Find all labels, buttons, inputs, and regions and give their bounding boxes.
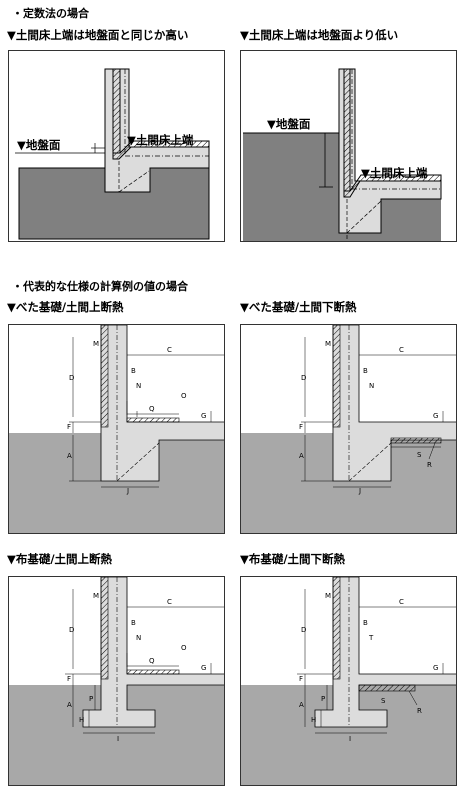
wall-insulation xyxy=(112,68,121,154)
diagram-p4: M C D B N G F A S R J xyxy=(241,325,456,533)
foundation-section xyxy=(100,325,224,482)
diagram-p6: M C D B T G F P A H S R I xyxy=(241,577,456,785)
section-title-fixed-rate: ・定数法の場合 xyxy=(12,7,89,20)
ground-mass xyxy=(241,433,456,533)
label-M: M xyxy=(93,592,99,600)
label-F: F xyxy=(67,675,71,683)
floor-insulation xyxy=(126,417,180,423)
label-T: T xyxy=(368,634,374,642)
diagram-panel-floor-above-ground: ▼地盤面 ▼土間床上端 xyxy=(8,50,225,242)
diagram-p3: M C D B N O Q G F A J xyxy=(9,325,224,533)
label-G: G xyxy=(201,664,206,672)
diagram-panel-floor-below-ground: ▼地盤面 ▼土間床上端 xyxy=(240,50,457,242)
label-B: B xyxy=(131,619,136,627)
label-C: C xyxy=(399,346,404,354)
panel-title-p2: ▼土間床上端は地盤面より低い xyxy=(240,28,399,42)
wall-insulation xyxy=(332,325,341,428)
label-F: F xyxy=(299,675,303,683)
floor-insulation xyxy=(112,140,210,160)
label-P: P xyxy=(321,695,325,703)
label-P: P xyxy=(89,695,93,703)
label-R: R xyxy=(427,461,432,469)
panel-title-p4: ▼べた基礎/土間下断熱 xyxy=(240,300,357,314)
panel-title-p6: ▼布基礎/土間下断熱 xyxy=(240,552,346,566)
label-H: H xyxy=(311,716,316,724)
wall-insulation xyxy=(332,577,341,680)
label-H: H xyxy=(79,716,84,724)
label-D: D xyxy=(69,626,74,634)
label-R: R xyxy=(417,707,422,715)
floor-level-label: ▼土間床上端 xyxy=(361,166,428,180)
label-N: N xyxy=(369,382,374,390)
foundation-section xyxy=(332,325,456,482)
label-A: A xyxy=(67,701,72,709)
floor-level-label: ▼土間床上端 xyxy=(127,133,194,147)
diagram-p5: M C D B N O Q G F P A H I xyxy=(9,577,224,785)
wall-insulation xyxy=(100,577,109,680)
floor-insulation xyxy=(343,174,442,198)
diagram-p1: ▼地盤面 ▼土間床上端 xyxy=(15,68,210,240)
label-J: J xyxy=(358,487,361,495)
label-C: C xyxy=(167,598,172,606)
label-O: O xyxy=(181,392,187,400)
ground-mass xyxy=(9,433,224,533)
label-G: G xyxy=(201,412,206,420)
label-F: F xyxy=(299,423,303,431)
floor-insulation xyxy=(126,669,180,675)
label-M: M xyxy=(93,340,99,348)
label-S: S xyxy=(381,697,386,705)
ground-level-label: ▼地盤面 xyxy=(17,138,61,152)
section-title-typical-spec: ・代表的な仕様の計算例の値の場合 xyxy=(12,280,188,293)
foundation-section xyxy=(338,68,442,234)
diagram-panel-strip-top-insulation: M C D B N O Q G F P A H I xyxy=(8,576,225,786)
label-I: I xyxy=(349,735,351,743)
label-A: A xyxy=(299,452,304,460)
diagram-panel-mat-bottom-insulation: M C D B N G F A S R J xyxy=(240,324,457,534)
label-A: A xyxy=(299,701,304,709)
strip-footing-section xyxy=(314,577,456,728)
label-Q: Q xyxy=(149,405,155,413)
ground-right xyxy=(339,199,441,241)
under-slab-insulation xyxy=(390,437,442,444)
label-A: A xyxy=(67,452,72,460)
label-N: N xyxy=(136,634,141,642)
label-D: D xyxy=(69,374,74,382)
label-C: C xyxy=(167,346,172,354)
label-F: F xyxy=(67,423,71,431)
under-slab-insulation xyxy=(358,684,416,692)
label-B: B xyxy=(363,619,368,627)
label-J: J xyxy=(126,487,129,495)
label-Q: Q xyxy=(149,657,155,665)
label-D: D xyxy=(301,374,306,382)
label-B: B xyxy=(363,367,368,375)
diagram-p2: ▼地盤面 ▼土間床上端 xyxy=(243,68,442,241)
wall-insulation xyxy=(343,68,351,192)
panel-title-p1: ▼土間床上端は地盤面と同じか高い xyxy=(7,28,189,42)
panel-title-p3: ▼べた基礎/土間上断熱 xyxy=(7,300,124,314)
label-G: G xyxy=(433,412,438,420)
ground-level-label: ▼地盤面 xyxy=(267,117,311,131)
label-N: N xyxy=(136,382,141,390)
label-S: S xyxy=(417,451,422,459)
label-B: B xyxy=(131,367,136,375)
wall-insulation xyxy=(100,325,109,428)
label-M: M xyxy=(325,340,331,348)
label-D: D xyxy=(301,626,306,634)
foundation-section xyxy=(104,68,210,193)
label-C: C xyxy=(399,598,404,606)
panel-title-p5: ▼布基礎/土間上断熱 xyxy=(7,552,113,566)
label-O: O xyxy=(181,644,187,652)
label-I: I xyxy=(117,735,119,743)
diagram-panel-mat-top-insulation: M C D B N O Q G F A J xyxy=(8,324,225,534)
label-M: M xyxy=(325,592,331,600)
diagram-panel-strip-bottom-insulation: M C D B T G F P A H S R I xyxy=(240,576,457,786)
label-G: G xyxy=(433,664,438,672)
